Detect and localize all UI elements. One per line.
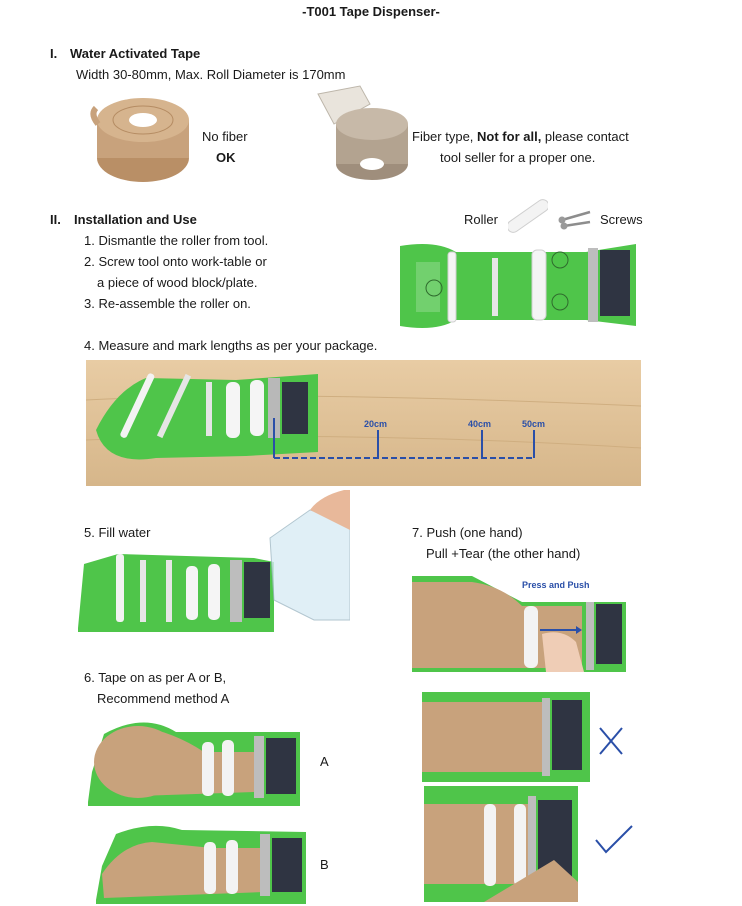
mark-20cm: 20cm [364, 419, 388, 429]
label-a: A [320, 754, 329, 769]
fill-water-photo [74, 490, 350, 638]
measure-marks-photo [86, 360, 641, 486]
section1-subtitle: Width 30-80mm, Max. Roll Diameter is 170… [76, 67, 346, 82]
screws-label: Screws [600, 212, 643, 227]
nofiber-label: No fiber [202, 129, 248, 144]
fiber-note-line1: Fiber type, Not for all, please contact [412, 129, 629, 144]
step-6-continued: Recommend method A [97, 691, 230, 706]
mark-40cm: 40cm [468, 419, 492, 429]
step-1: 1. Dismantle the roller from tool. [84, 233, 269, 248]
screws-part-photo [556, 200, 594, 232]
section2-number: II. [50, 212, 61, 227]
tape-method-b-photo [92, 814, 310, 906]
label-b: B [320, 857, 329, 872]
tape-method-a-photo [84, 712, 304, 810]
step-7: 7. Push (one hand) [412, 525, 523, 540]
fiber-tape-roll-photo [310, 84, 410, 182]
roller-part-photo [508, 196, 548, 236]
nofiber-ok: OK [216, 150, 236, 165]
press-push-caption: Press and Push [522, 580, 590, 590]
step-2: 2. Screw tool onto work-table or [84, 254, 267, 269]
kraft-tape-roll-photo [88, 94, 198, 186]
step-3: 3. Re-assemble the roller on. [84, 296, 251, 311]
section1-number: I. [50, 46, 58, 61]
step-5: 5. Fill water [84, 525, 151, 540]
tear-wrong-photo [422, 692, 590, 782]
step-6: 6. Tape on as per A or B, [84, 670, 227, 685]
page-title: -T001 Tape Dispenser- [302, 4, 440, 19]
tear-correct-photo [424, 786, 578, 902]
measure-lines [272, 418, 542, 464]
fiber-note-line2: tool seller for a proper one. [440, 150, 596, 165]
correct-mark-icon [594, 822, 634, 856]
step-2-continued: a piece of wood block/plate. [97, 275, 258, 290]
dispenser-top-view-photo [396, 236, 640, 334]
step-7-continued: Pull +Tear (the other hand) [426, 546, 581, 561]
roller-label: Roller [464, 212, 498, 227]
step-4: 4. Measure and mark lengths as per your … [84, 338, 378, 353]
wrong-mark-icon [596, 724, 626, 758]
mark-50cm: 50cm [522, 419, 546, 429]
push-tear-photo [412, 572, 626, 680]
section2-heading: Installation and Use [74, 212, 197, 227]
section1-heading: Water Activated Tape [70, 46, 201, 61]
